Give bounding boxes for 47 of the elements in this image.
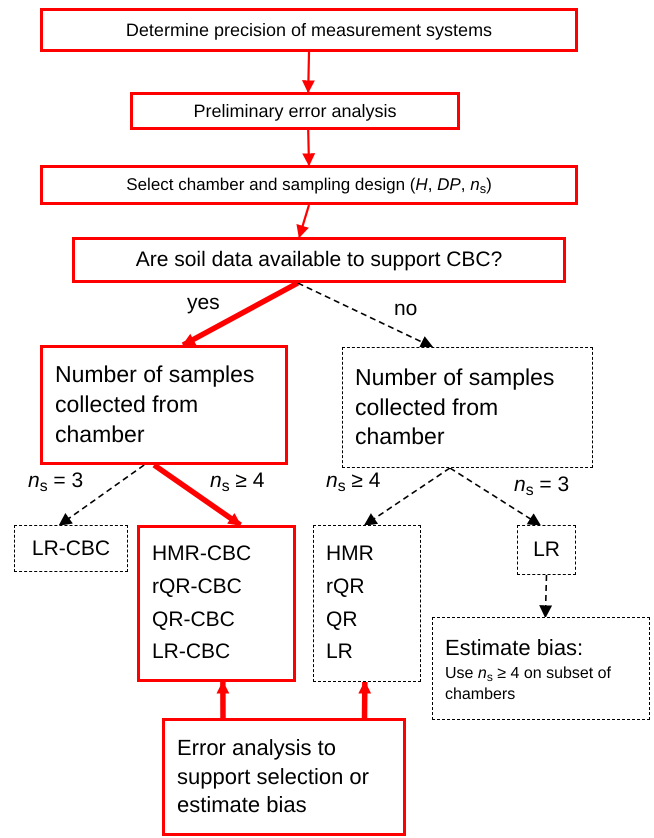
arrow [450,467,542,526]
process-box [342,347,593,468]
arrow [364,467,450,526]
arrow [302,52,315,94]
edge-label: n$_{s}$ = 3 [512,474,572,495]
box-text: Number of samples collected from chamber [55,360,256,449]
box-text: LR-CBC [32,536,110,562]
method-list-box [313,525,421,682]
box-text: Number of samples collected from chamber [355,362,556,452]
box-text: Preliminary error analysis [193,100,397,123]
method-label: QR [326,606,358,632]
method-label: rQR [326,574,364,600]
method-list-box [137,525,296,682]
box-text: LR [533,537,560,564]
box-text: Select chamber and sampling design (H, DP, n$_{s}$) [126,174,492,198]
method-label: LR [326,639,353,666]
box-text: Error analysis to support selection or estimate bias [177,734,370,820]
method-label: LR-CBC [152,639,230,666]
arrow [216,680,230,718]
method-label: rQR-CBC [152,574,242,600]
arrow [296,204,310,238]
note-text: Use n$_{s}$ ≥ 4 on subset of chambers [445,664,612,705]
arrow [152,462,242,528]
edge-label: n$_{s}$ = 3 [26,470,86,491]
box-text: Estimate bias: [445,634,584,662]
process-box [130,92,460,130]
method-box [14,525,128,572]
box-text: Are soil data available to support CBC? [136,247,502,274]
arrow [182,280,300,348]
arrow [358,680,372,718]
method-label: HMR [326,541,374,568]
process-box [432,617,650,720]
process-box [40,345,288,465]
process-box [40,8,578,52]
box-text: Determine precision of measurement systems [126,18,492,42]
arrow [58,464,145,526]
arrow [539,574,552,618]
process-box [40,165,578,205]
arrow [302,130,316,166]
edge-label: n$_{s}$ ≥ 4 [324,470,382,491]
edge-label: n$_{s}$ ≥ 4 [208,470,266,491]
method-label: HMR-CBC [152,541,252,568]
method-label: QR-CBC [152,606,235,632]
decision-box [72,237,566,283]
arrow [297,282,434,348]
method-box [517,525,576,575]
process-box [162,718,406,836]
